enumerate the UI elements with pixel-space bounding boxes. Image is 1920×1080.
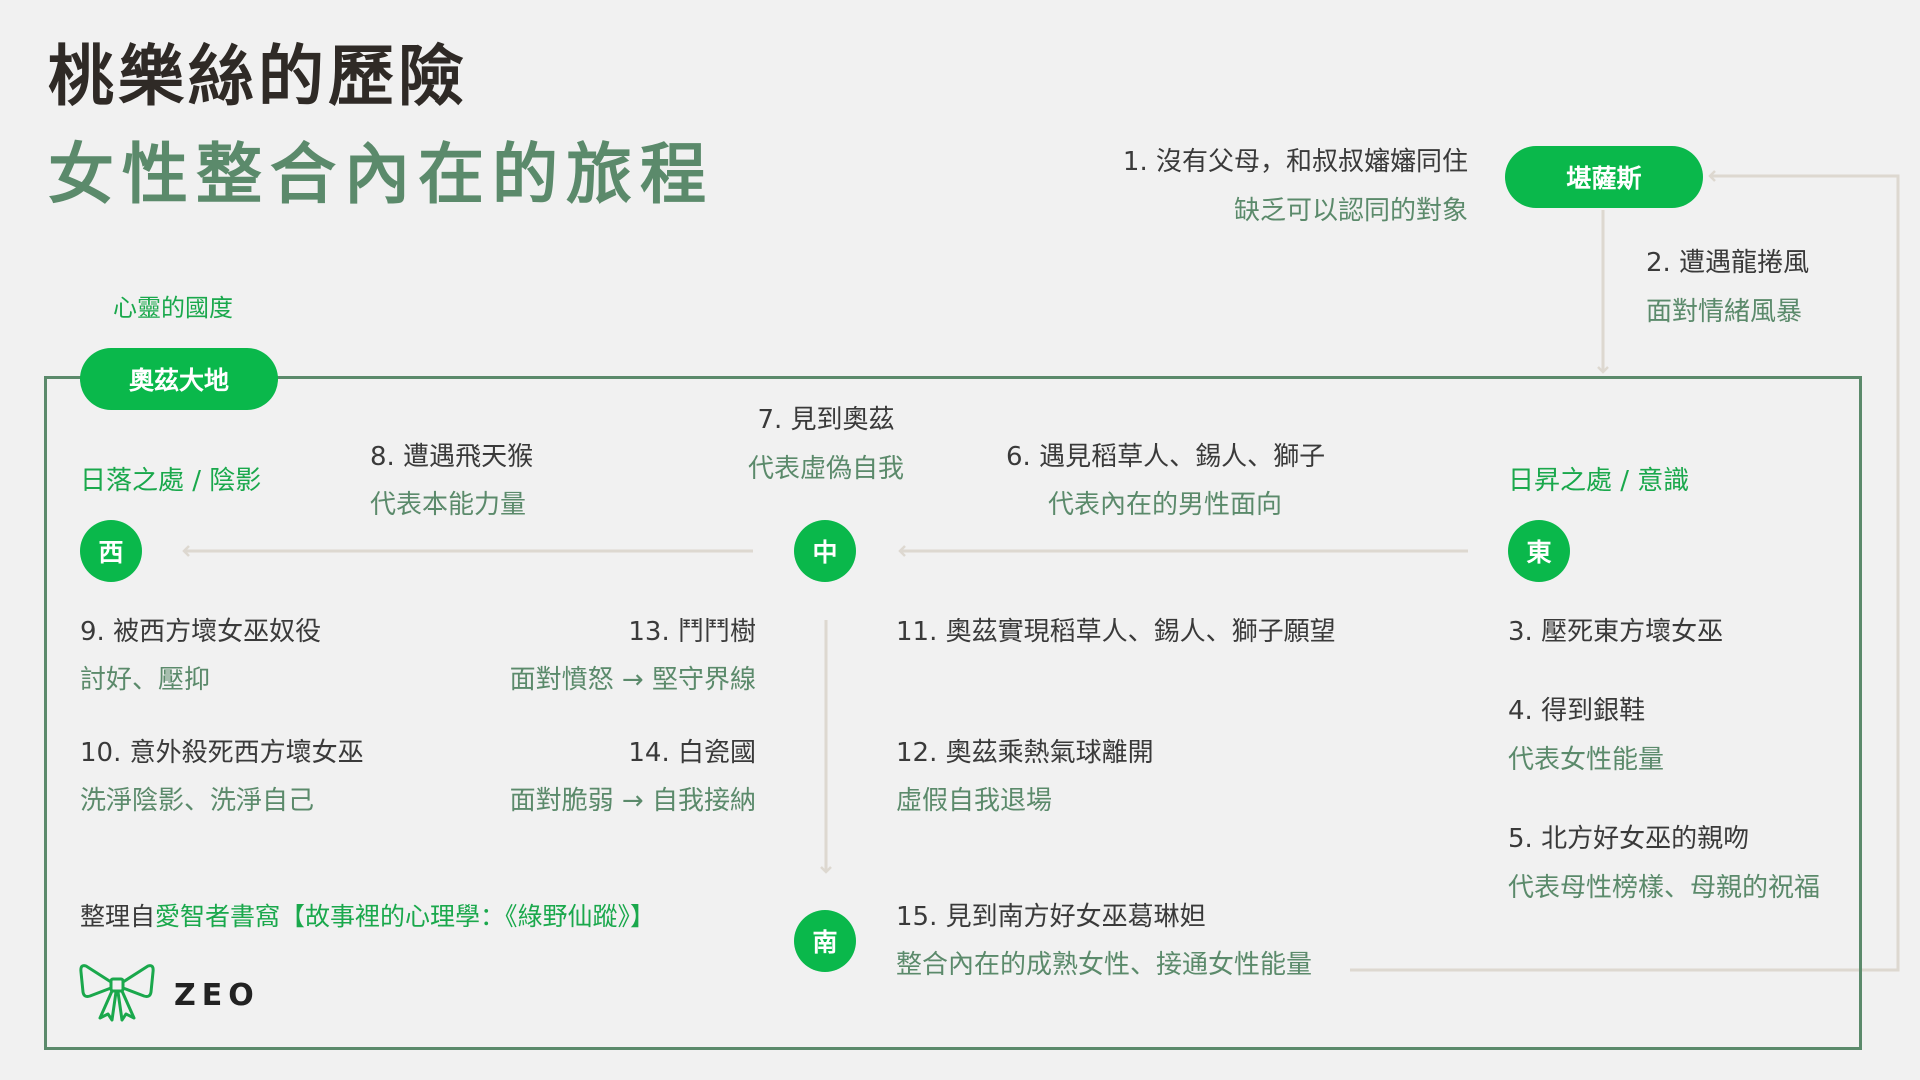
step-14-subtext: 面對脆弱 → 自我接納 (509, 786, 756, 816)
step-5-subtext: 代表母性榜樣、母親的祝福 (1508, 873, 1821, 903)
step-15-text: 15. 見到南方好女巫葛琳妲 (896, 902, 1206, 932)
step-2-subtext: 面對情緒風暴 (1646, 297, 1803, 327)
step-13-subtext: 面對憤怒 → 堅守界線 (509, 665, 756, 695)
oz-land-node: 奧茲大地 (80, 348, 278, 410)
west-node: 西 (80, 520, 142, 582)
step-10-text: 10. 意外殺死西方壞女巫 (80, 738, 364, 768)
step-6-text: 6. 遇見稻草人、錫人、獅子 (1006, 442, 1326, 472)
credit-prefix: 整理自 (80, 902, 156, 931)
west-label: 日落之處 / 陰影 (80, 466, 262, 496)
step-3-text: 3. 壓死東方壞女巫 (1508, 617, 1724, 647)
step-11-text: 11. 奧茲實現稻草人、錫人、獅子願望 (896, 617, 1336, 647)
center-node: 中 (794, 520, 856, 582)
step-13-text: 13. 鬥鬥樹 (628, 617, 756, 647)
title-line-1: 桃樂絲的歷險 (48, 38, 468, 115)
credit-line: 整理自愛智者書窩【故事裡的心理學：《綠野仙蹤》】 (80, 904, 655, 929)
east-label: 日昇之處 / 意識 (1508, 466, 1690, 496)
brand-name: ZEO (174, 978, 260, 1013)
step-10-subtext: 洗淨陰影、洗淨自己 (80, 786, 315, 816)
step-8-subtext: 代表本能力量 (370, 490, 527, 520)
bow-logo-icon (79, 964, 155, 1022)
step-4-subtext: 代表女性能量 (1508, 745, 1665, 775)
step-12-subtext: 虛假自我退場 (896, 786, 1053, 816)
step-6-subtext: 代表內在的男性面向 (1048, 490, 1283, 520)
step-7-text: 7. 見到奧茲 (757, 405, 895, 435)
step-2-text: 2. 遭遇龍捲風 (1646, 248, 1810, 278)
step-9-subtext: 討好、壓抑 (80, 665, 211, 695)
step-12-text: 12. 奧茲乘熱氣球離開 (896, 738, 1154, 768)
oz-land-frame (44, 376, 1862, 1050)
step-9-text: 9. 被西方壞女巫奴役 (80, 617, 322, 647)
south-node: 南 (794, 910, 856, 972)
credit-source: 愛智者書窩【故事裡的心理學：《綠野仙蹤》】 (155, 902, 656, 931)
arrow-return-to-kansas (1350, 170, 1900, 972)
realm-label: 心靈的國度 (113, 294, 233, 322)
step-8-text: 8. 遭遇飛天猴 (370, 442, 534, 472)
step-7-subtext: 代表虛偽自我 (747, 454, 904, 484)
step-5-text: 5. 北方好女巫的親吻 (1508, 824, 1750, 854)
step-1-subtext: 缺乏可以認同的對象 (1233, 196, 1468, 226)
east-node: 東 (1508, 520, 1570, 582)
title-line-2: 女性整合內在的旅程 (48, 136, 714, 213)
step-1-text: 1. 沒有父母，和叔叔嬸嬸同住 (1122, 147, 1468, 177)
step-15-subtext: 整合內在的成熟女性、接通女性能量 (896, 950, 1313, 980)
kansas-node: 堪薩斯 (1505, 146, 1703, 208)
step-4-text: 4. 得到銀鞋 (1508, 696, 1646, 726)
step-14-text: 14. 白瓷國 (628, 738, 756, 768)
